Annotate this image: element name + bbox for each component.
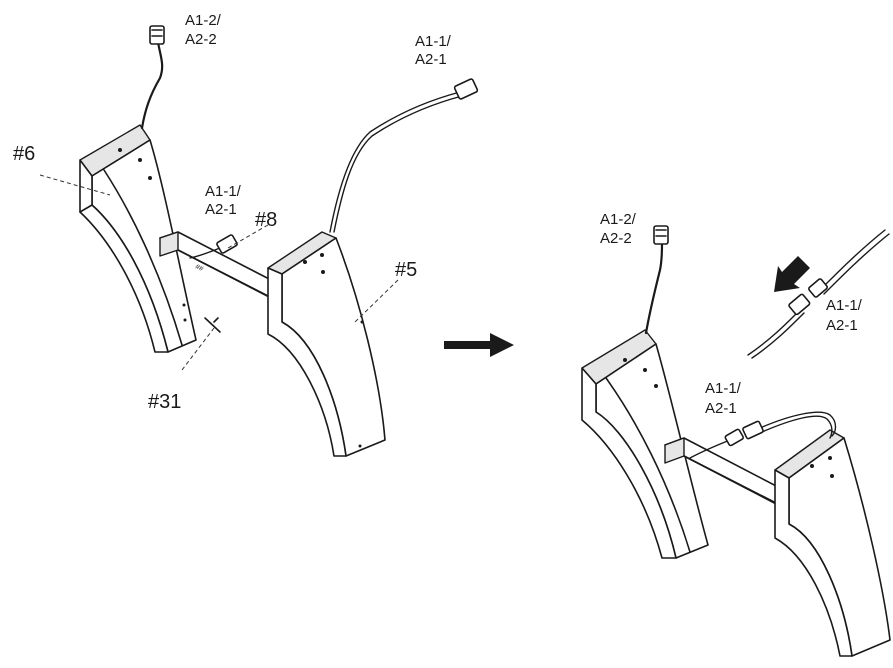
label-left-top-connector-line1: A1-2/ [185, 12, 222, 29]
label-left-right-connector-line2: A2-1 [415, 51, 447, 68]
left-top-wire [140, 25, 165, 130]
down-left-arrow-icon [774, 256, 810, 292]
right-assembly-left-leg [581, 329, 709, 559]
svg-text:##: ## [194, 263, 204, 273]
right-top-wire [644, 225, 669, 335]
right-mid-wire [689, 411, 837, 459]
right-assembly-right-leg [774, 429, 891, 657]
label-part-8: #8 [255, 209, 277, 231]
label-right-top-connector-line1: A1-2/ [600, 211, 637, 228]
label-right-mid-connector-line1: A1-1/ [705, 380, 742, 397]
label-part-31: #31 [148, 391, 181, 413]
label-right-plug-connector-line2: A2-1 [826, 317, 858, 334]
right-assembly-crossbar [664, 437, 781, 507]
right-assembly: A1-2/ A2-2 A1-1/ A2-1 A1-1/ A2-1 [581, 211, 891, 657]
left-right-wire [329, 78, 479, 233]
label-left-mid-connector-line2: A2-1 [205, 201, 237, 218]
left-leg-part-6 [79, 124, 197, 353]
label-right-mid-connector-line2: A2-1 [705, 400, 737, 417]
screw-part-31 [204, 317, 221, 333]
label-part-6: #6 [13, 143, 35, 165]
label-part-5: #5 [395, 259, 417, 281]
right-plug-wire [747, 229, 890, 359]
label-left-top-connector-line2: A2-2 [185, 31, 217, 48]
right-arrow-icon [444, 333, 514, 357]
left-mid-wire [189, 234, 238, 259]
label-left-mid-connector-line1: A1-1/ [205, 183, 242, 200]
label-right-plug-connector-line1: A1-1/ [826, 297, 863, 314]
label-left-right-connector-line1: A1-1/ [415, 33, 452, 50]
label-right-top-connector-line2: A2-2 [600, 230, 632, 247]
right-leg-part-5 [267, 231, 386, 457]
left-assembly: ## [13, 12, 479, 457]
